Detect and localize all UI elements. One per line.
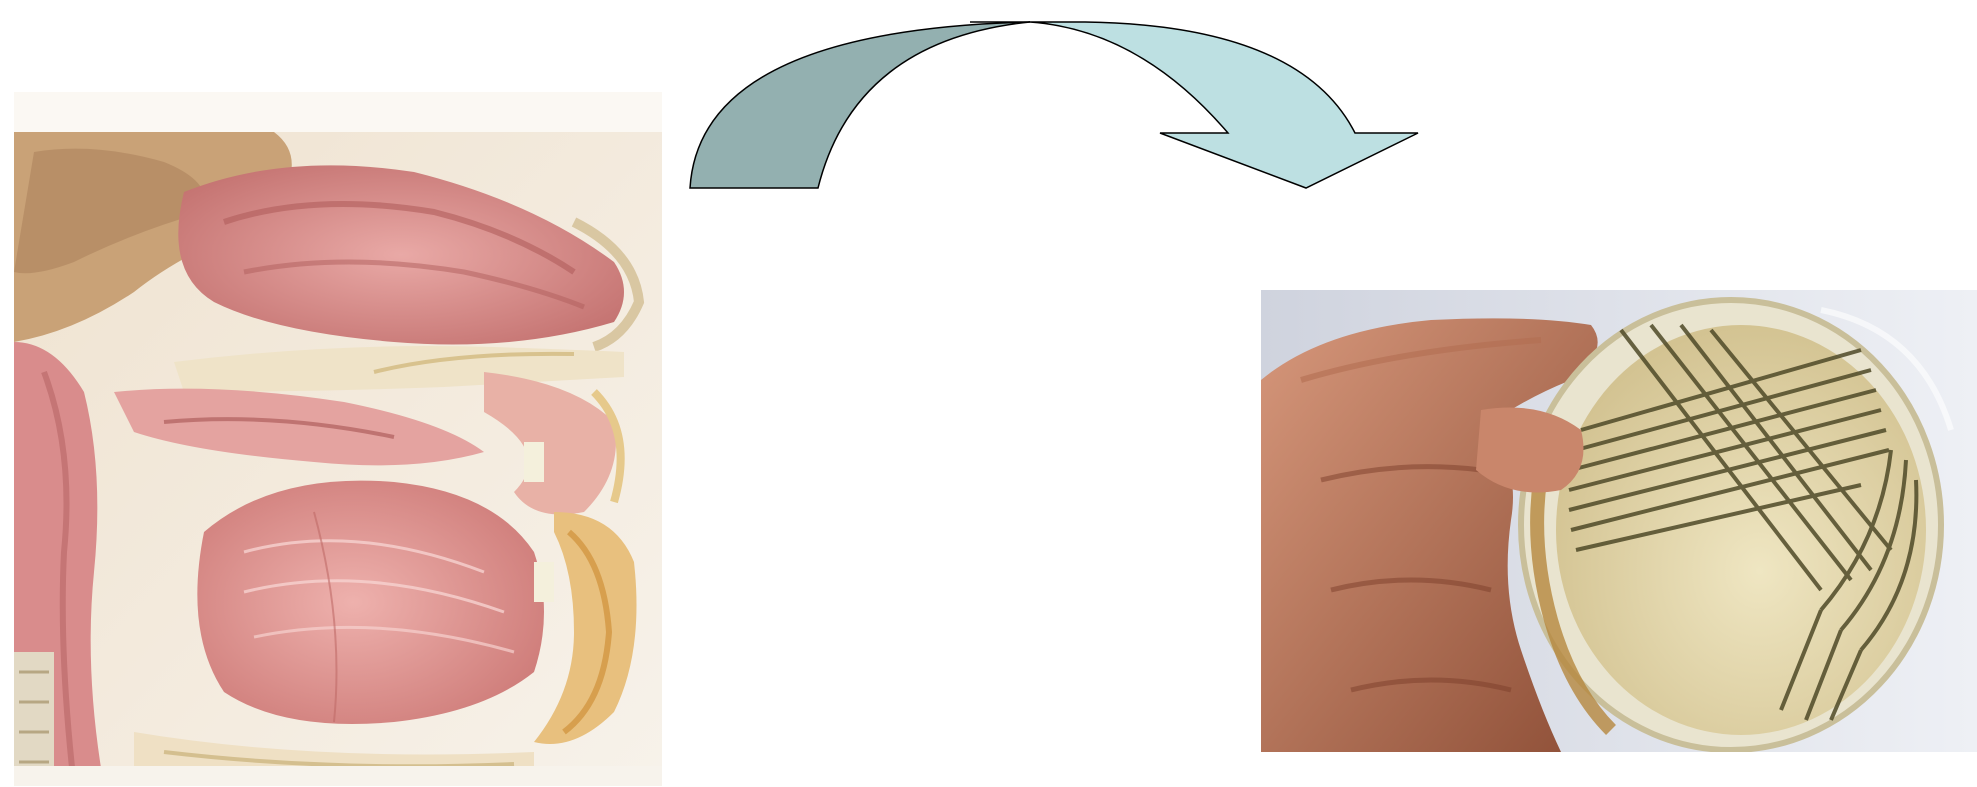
tongue — [197, 481, 544, 724]
anatomy-drawing — [14, 92, 662, 786]
petri-dish-photo — [1261, 290, 1977, 752]
arrow-head-shape — [970, 22, 1418, 188]
petri-dish-drawing — [1261, 290, 1977, 752]
anatomy-illustration — [14, 92, 662, 786]
arrow-tail-shape — [690, 22, 1030, 188]
